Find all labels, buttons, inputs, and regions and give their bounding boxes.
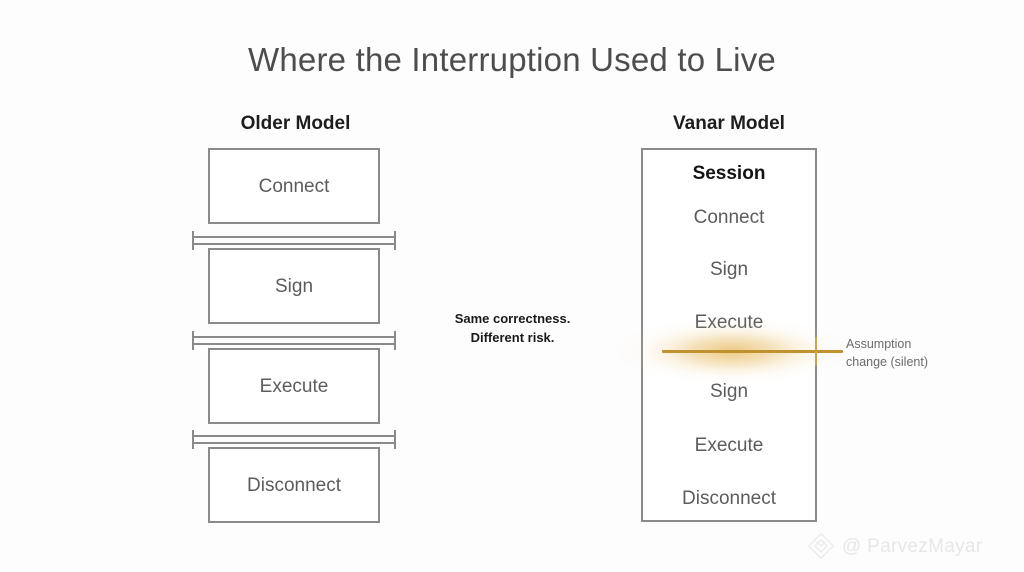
step-box-label: Disconnect xyxy=(247,474,341,496)
gap-connector xyxy=(191,430,397,449)
annotation-line-1: Assumption xyxy=(846,337,912,351)
step-box-label: Execute xyxy=(259,375,329,397)
step-box-label: Sign xyxy=(274,275,314,297)
older-model-stack: Connect Sign Execute Disconnect xyxy=(191,148,397,523)
column-heading-older-model: Older Model xyxy=(240,113,351,134)
session-item-sign-2[interactable]: Sign xyxy=(709,381,749,402)
connector-end-cap-left xyxy=(192,331,194,350)
session-item-connect[interactable]: Connect xyxy=(693,207,765,228)
step-box-execute[interactable]: Execute xyxy=(208,348,380,424)
centre-note-line-2: Different risk. xyxy=(470,329,555,345)
step-box-connect[interactable]: Connect xyxy=(208,148,380,224)
connector-rail-top xyxy=(193,236,395,238)
connector-end-cap-left xyxy=(192,430,194,449)
centre-note: Same correctness. Different risk. xyxy=(410,310,615,348)
watermark-handle: @ ParvezMayar xyxy=(842,535,983,557)
connector-end-cap-right xyxy=(394,430,396,449)
page-title: Where the Interruption Used to Live xyxy=(248,41,776,78)
diamond-logo-icon xyxy=(807,532,835,560)
connector-rail-bottom xyxy=(193,442,395,444)
centre-note-line-1: Same correctness. xyxy=(454,311,571,326)
column-heading-vanar-model: Vanar Model xyxy=(673,113,785,134)
assumption-change-annotation: Assumption change (silent) xyxy=(846,336,978,372)
watermark: @ ParvezMayar xyxy=(806,531,982,561)
session-item-execute-2[interactable]: Execute xyxy=(694,435,764,456)
step-box-label: Connect xyxy=(258,175,330,197)
gap-connector xyxy=(191,231,397,250)
session-box-title: Session xyxy=(692,163,766,184)
step-box-disconnect[interactable]: Disconnect xyxy=(208,447,380,523)
connector-rail-bottom xyxy=(193,243,395,245)
session-item-sign-1[interactable]: Sign xyxy=(709,259,749,280)
gap-connector xyxy=(191,331,397,350)
connector-rail-top xyxy=(193,336,395,338)
connector-end-cap-right xyxy=(394,331,396,350)
connector-end-cap-right xyxy=(394,231,396,250)
step-box-sign[interactable]: Sign xyxy=(208,248,380,324)
connector-rail-bottom xyxy=(193,343,395,345)
annotation-line-2: change (silent) xyxy=(846,354,928,369)
connector-rail-top xyxy=(193,435,395,437)
assumption-change-line xyxy=(662,350,843,353)
session-box[interactable]: Session Connect Sign Execute Sign Execut… xyxy=(641,148,817,522)
assumption-change-tick xyxy=(815,337,817,365)
session-item-disconnect[interactable]: Disconnect xyxy=(682,488,776,509)
session-item-execute-1[interactable]: Execute xyxy=(694,312,764,333)
connector-end-cap-left xyxy=(192,231,194,250)
